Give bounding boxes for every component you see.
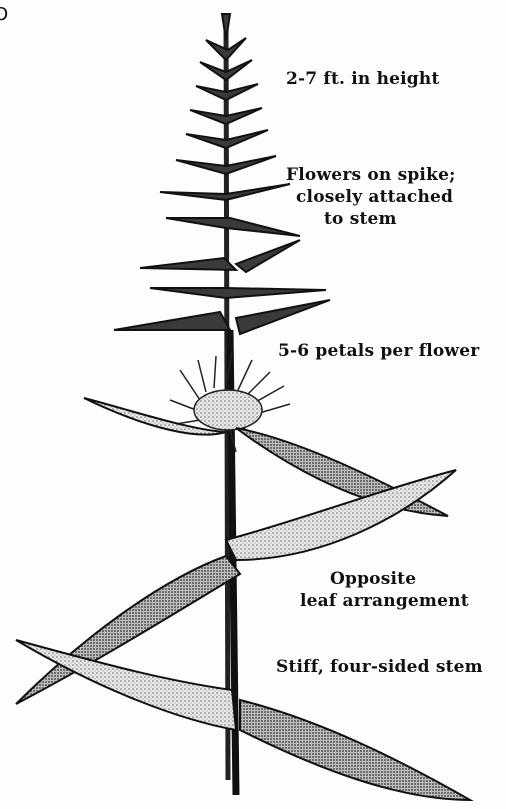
- annotation-leaf-arrangement: Opposite leaf arrangement: [300, 568, 469, 612]
- annotation-flowers: Flowers on spike; closely attached to st…: [286, 164, 456, 230]
- annotation-line: leaf arrangement: [300, 590, 469, 612]
- annotation-line: Flowers on spike;: [286, 164, 456, 186]
- annotation-stem: Stiff, four-sided stem: [276, 656, 483, 678]
- annotation-line: closely attached: [286, 186, 456, 208]
- annotation-height: 2-7 ft. in height: [286, 68, 440, 90]
- annotation-petals: 5-6 petals per flower: [278, 340, 479, 362]
- annotation-line: to stem: [286, 208, 456, 230]
- annotation-line: Stiff, four-sided stem: [276, 656, 483, 678]
- annotation-line: Opposite: [300, 568, 469, 590]
- annotation-line: 2-7 ft. in height: [286, 68, 440, 90]
- annotation-line: 5-6 petals per flower: [278, 340, 479, 362]
